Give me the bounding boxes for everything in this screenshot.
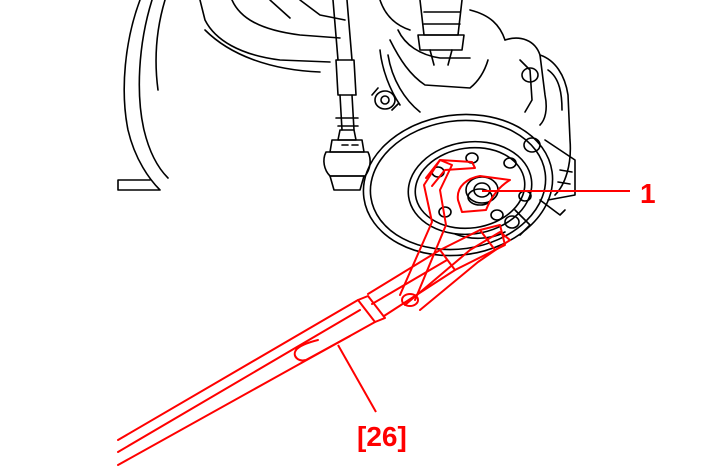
extension-bar [117,299,376,466]
callout-part-1: 1 [640,178,656,209]
strut-rod [332,0,353,61]
brake-disc-outer [362,113,554,257]
shock-absorber [419,0,463,36]
wheel-arch-contour [117,0,161,191]
leader-lines [337,190,630,413]
brake-caliper [504,37,547,126]
suspension-linework [117,0,576,257]
callout-tool-26: [26] [357,421,407,452]
special-tool-26 [117,159,511,466]
disc-hub-ring [407,140,533,236]
holding-fork-left [399,159,453,301]
holding-fork-right [404,231,511,311]
hub-bracket [456,175,511,213]
steering-knuckle [389,39,489,89]
leader-line-26 [337,344,377,413]
ball-joint [329,139,365,153]
